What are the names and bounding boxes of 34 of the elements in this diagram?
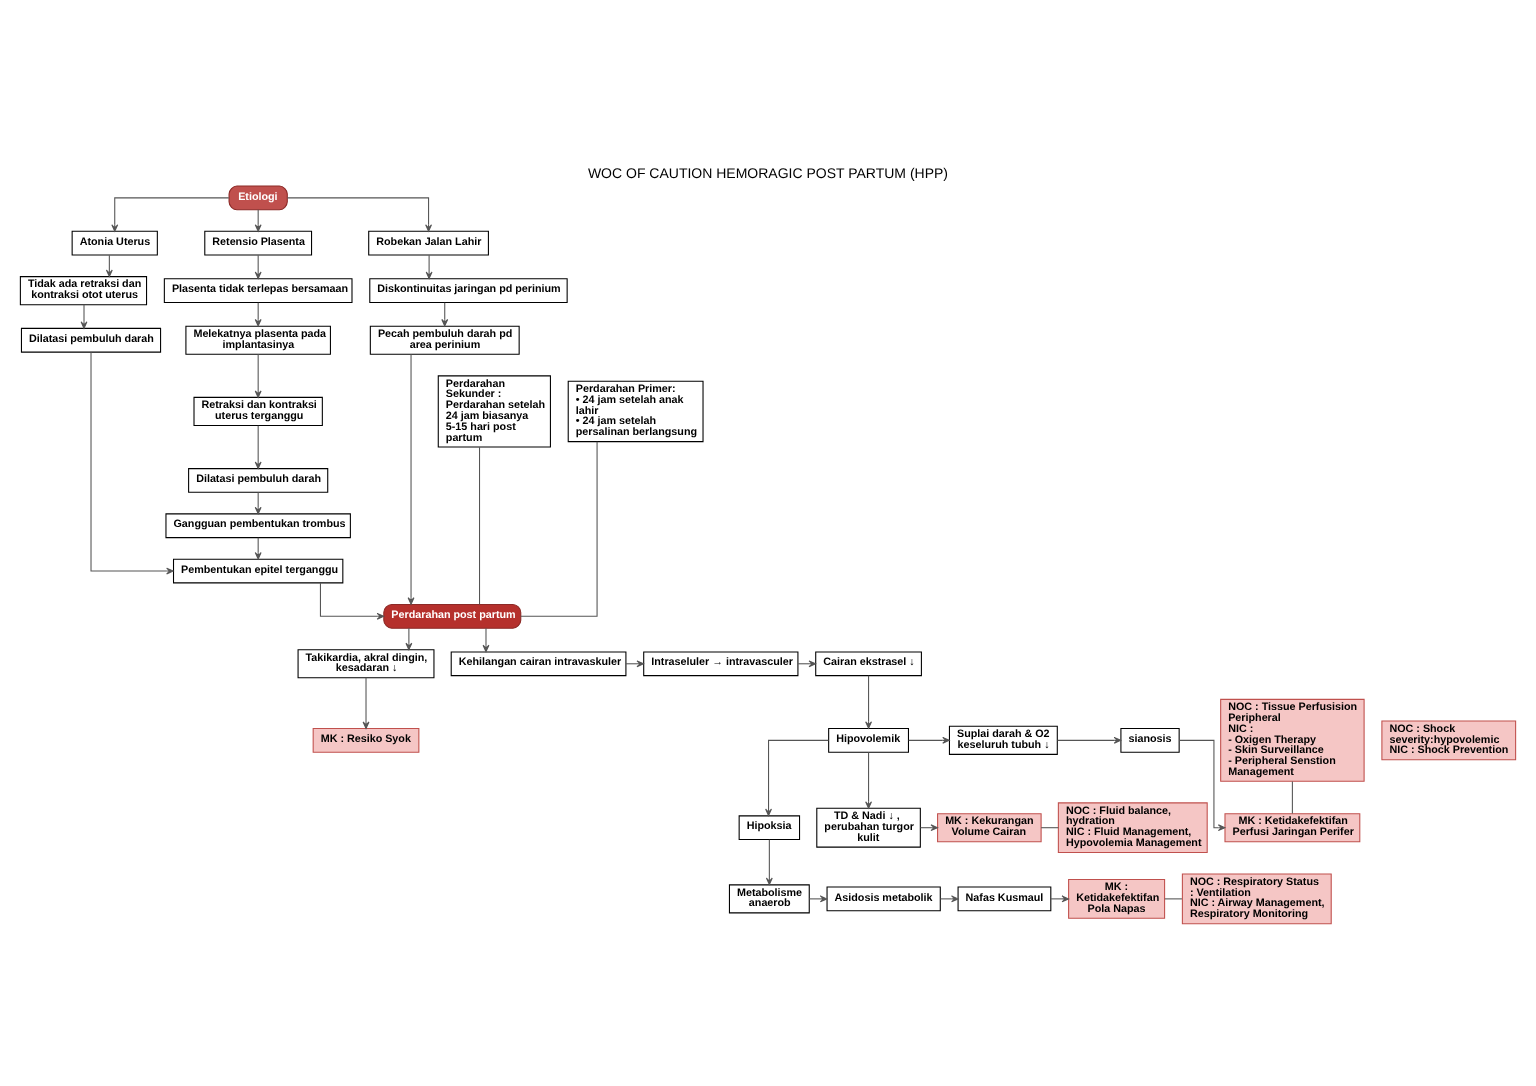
arrow (765, 839, 773, 886)
arrow (319, 582, 385, 620)
arrow (111, 197, 230, 232)
arrow (80, 304, 88, 329)
arrow (425, 254, 433, 280)
arrow (254, 491, 262, 515)
arrow (362, 677, 370, 729)
arrow (254, 537, 262, 560)
arrow (105, 254, 113, 278)
arrow (765, 739, 829, 817)
arrow (254, 209, 262, 232)
connector (1164, 898, 1183, 900)
arrow (1178, 739, 1226, 832)
arrow (625, 660, 644, 668)
arrow (405, 627, 413, 651)
arrow (254, 353, 262, 398)
arrow (286, 197, 433, 232)
arrow (865, 751, 872, 809)
arrow (1057, 736, 1122, 744)
arrow (940, 895, 959, 903)
arrow (908, 736, 950, 744)
arrow (808, 895, 828, 903)
arrow (865, 675, 872, 729)
arrow (90, 351, 174, 575)
connector (1291, 780, 1293, 815)
arrow (482, 627, 490, 653)
arrow (919, 824, 938, 832)
arrow (254, 254, 262, 280)
arrow (407, 353, 415, 605)
arrow (1050, 895, 1070, 903)
connector (478, 446, 481, 605)
arrow (254, 425, 262, 469)
arrow (797, 660, 817, 668)
connector (520, 441, 598, 617)
